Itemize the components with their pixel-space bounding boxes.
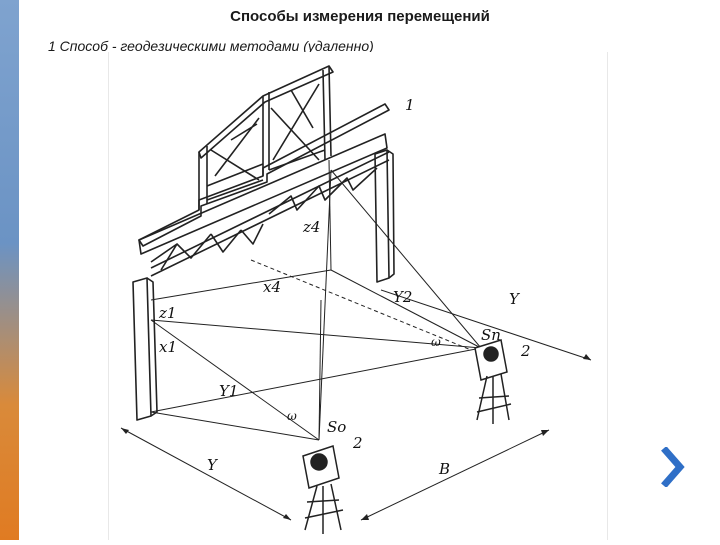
measurement-lines bbox=[120, 159, 592, 521]
label-y2: Y2 bbox=[393, 288, 412, 306]
label-omega-left: ω bbox=[287, 409, 297, 423]
label-num2-left: 2 bbox=[352, 434, 363, 452]
chevron-right-icon bbox=[661, 446, 685, 488]
truss-web bbox=[150, 83, 378, 271]
dimension-ticks bbox=[121, 354, 591, 520]
label-y-left: Y bbox=[207, 456, 219, 474]
label-so: So bbox=[327, 418, 346, 436]
label-x4: x4 bbox=[263, 278, 281, 296]
theodolite-left bbox=[302, 445, 344, 534]
label-z1: z1 bbox=[158, 304, 176, 322]
frame-structure bbox=[132, 65, 395, 421]
label-num2-right: 2 bbox=[520, 342, 531, 360]
side-accent-bar bbox=[0, 0, 19, 540]
measurement-diagram: 1 z4 x4 Y2 Y Sn 2 ω z1 x1 Y1 ω So 2 Y B bbox=[108, 52, 608, 540]
label-frame-number: 1 bbox=[405, 96, 415, 114]
slide-subtitle: 1 Способ - геодезическими методами (удал… bbox=[48, 38, 374, 54]
next-slide-button[interactable] bbox=[660, 446, 688, 488]
theodolite-right bbox=[474, 339, 512, 424]
label-x1: x1 bbox=[159, 338, 177, 356]
diagram-labels: 1 z4 x4 Y2 Y Sn 2 ω z1 x1 Y1 ω So 2 Y B bbox=[158, 96, 531, 478]
left-column bbox=[132, 277, 152, 421]
label-sn: Sn bbox=[481, 326, 501, 344]
label-b: B bbox=[438, 460, 450, 478]
right-column bbox=[374, 149, 390, 283]
arch-truss bbox=[198, 65, 334, 159]
label-y-right: Y bbox=[509, 290, 521, 308]
label-omega-right: ω bbox=[431, 335, 441, 349]
diagram-svg: 1 z4 x4 Y2 Y Sn 2 ω z1 x1 Y1 ω So 2 Y B bbox=[120, 65, 592, 534]
slide-title: Способы измерения перемещений bbox=[230, 8, 490, 25]
truss-bottom-chord bbox=[138, 133, 388, 255]
label-z4: z4 bbox=[302, 218, 320, 236]
label-y1: Y1 bbox=[219, 382, 238, 400]
